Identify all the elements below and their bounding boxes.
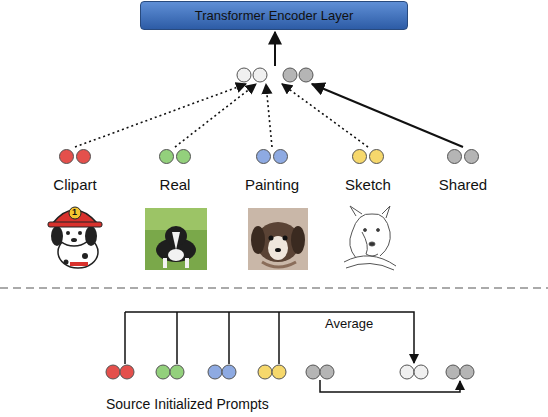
prompt-circles (59, 149, 91, 164)
prompt-arrow (175, 84, 256, 147)
source-token (106, 365, 120, 379)
hat-number: 1 (72, 207, 77, 217)
source-token (400, 365, 414, 379)
average-bracket (278, 312, 280, 364)
average-arrow (125, 312, 414, 363)
prompt-token (273, 149, 288, 164)
prompt-arrow (312, 84, 463, 147)
prompt-circles (159, 149, 191, 164)
prompt-token (369, 149, 384, 164)
real-dog-photo (145, 208, 207, 270)
source-token (208, 365, 222, 379)
source-token (222, 365, 236, 379)
encoder-arrow (274, 32, 276, 66)
prompt-token (352, 149, 367, 164)
prompt-token (159, 149, 174, 164)
domain-label: Real (160, 176, 191, 193)
average-bracket (228, 312, 230, 364)
average-label: Average (325, 316, 373, 331)
prompt-token (464, 149, 479, 164)
prompt-arrow (282, 84, 368, 147)
prompt-circles (256, 149, 288, 164)
shared-copy-arrow (320, 380, 460, 392)
source-token (414, 365, 428, 379)
prompt-token (76, 149, 91, 164)
prompt-pair: Painting (232, 149, 312, 199)
combined-token (253, 68, 267, 82)
domain-label: Painting (245, 176, 299, 193)
combined-token (299, 68, 313, 82)
prompt-pair: Clipart (35, 149, 115, 199)
prompt-circles (352, 149, 384, 164)
source-token (156, 365, 170, 379)
source-token (258, 365, 272, 379)
separator-line (0, 287, 548, 289)
source-token (120, 365, 134, 379)
encoder-box: Transformer Encoder Layer (140, 1, 408, 30)
source-token (320, 365, 334, 379)
average-bracket (124, 312, 126, 364)
painting-dog (248, 208, 308, 270)
source-token (272, 365, 286, 379)
domain-label: Shared (439, 176, 487, 193)
prompt-token (176, 149, 191, 164)
prompt-token (59, 149, 74, 164)
average-bracket (176, 312, 178, 364)
source-token (170, 365, 184, 379)
prompt-token (447, 149, 462, 164)
prompt-pair: Sketch (328, 149, 408, 199)
combined-token (283, 68, 297, 82)
prompt-pair: Real (135, 149, 215, 199)
encoder-label: Transformer Encoder Layer (195, 8, 353, 23)
prompt-arrow (75, 84, 246, 147)
prompt-circles (447, 149, 479, 164)
prompt-pair: Shared (423, 149, 503, 199)
source-token (446, 365, 460, 379)
sketch-dog (335, 205, 400, 273)
prompt-arrow (266, 84, 272, 147)
caption-label: Source Initialized Prompts (106, 396, 269, 412)
prompt-token (256, 149, 271, 164)
domain-label: Sketch (345, 176, 391, 193)
clipart-dog (48, 207, 102, 268)
domain-label: Clipart (53, 176, 96, 193)
combined-token (237, 68, 251, 82)
source-token (460, 365, 474, 379)
source-token (306, 365, 320, 379)
